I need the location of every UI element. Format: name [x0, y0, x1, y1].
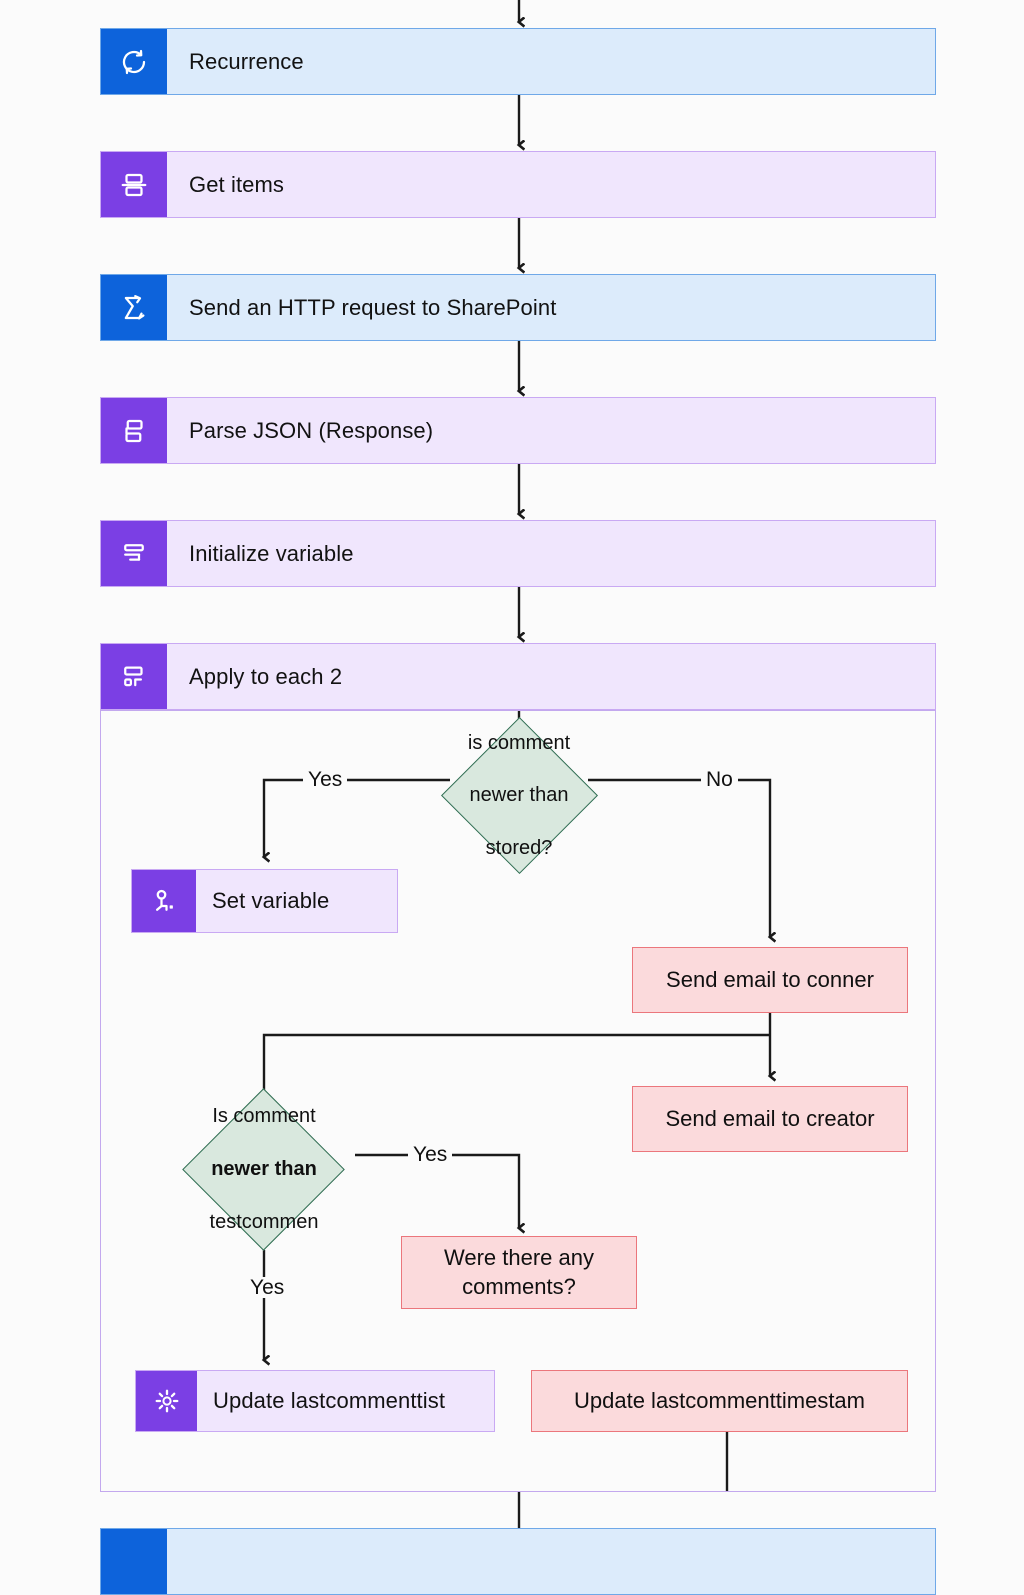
condition-1-text: is comment newer than stored?	[468, 703, 570, 888]
node-recurrence[interactable]: Recurrence	[100, 28, 936, 95]
node-next-step-partial[interactable]	[100, 1528, 936, 1595]
box-send-email-conner[interactable]: Send email to conner	[632, 947, 908, 1013]
node-apply-to-each[interactable]: Apply to each 2	[100, 643, 936, 710]
initialize-variable-icon	[101, 521, 167, 586]
condition-2-line3: testcommen	[209, 1210, 319, 1233]
set-variable-icon	[132, 870, 196, 932]
node-next-step-label	[167, 1529, 935, 1594]
box-send-email-creator[interactable]: Send email to creator	[632, 1086, 908, 1152]
node-get-items[interactable]: Get items	[100, 151, 936, 218]
next-step-icon	[101, 1529, 167, 1594]
recurrence-icon	[101, 29, 167, 94]
get-items-icon	[101, 152, 167, 217]
edge-label-yes-2: Yes	[408, 1144, 453, 1165]
condition-2-text: Is comment newer than testcommen	[210, 1077, 319, 1262]
node-initialize-variable[interactable]: Initialize variable	[100, 520, 936, 587]
sharepoint-icon	[101, 275, 167, 340]
condition-2-line1: Is comment	[212, 1105, 316, 1128]
box-were-there-any-comments-label: Were there any comments?	[443, 1244, 594, 1299]
node-recurrence-label: Recurrence	[189, 48, 304, 74]
node-update-lastcomment[interactable]: Update lastcommenttist	[135, 1370, 495, 1432]
gear-icon	[136, 1371, 197, 1431]
node-parse-json[interactable]: Parse JSON (Response)	[100, 397, 936, 464]
parse-json-icon	[101, 398, 167, 463]
node-initialize-variable-label: Initialize variable	[189, 540, 354, 566]
apply-to-each-scope	[100, 710, 936, 1492]
edge-label-yes-1: Yes	[303, 769, 348, 790]
box-send-email-creator-label: Send email to creator	[665, 1105, 875, 1131]
node-get-items-label: Get items	[189, 171, 285, 197]
node-parse-json-label: Parse JSON (Response)	[189, 417, 434, 443]
condition-1-line3: stored?	[485, 837, 553, 860]
box-were-there-any-comments[interactable]: Were there any comments?	[401, 1236, 637, 1309]
box-update-lastcommenttimestam-label: Update lastcommenttimestam	[574, 1387, 865, 1413]
edge-label-yes-3: Yes	[245, 1277, 290, 1298]
node-apply-to-each-label: Apply to each 2	[189, 663, 343, 689]
box-send-email-conner-label: Send email to conner	[666, 966, 874, 992]
condition-is-comment-newer-than-stored[interactable]: is comment newer than stored?	[440, 711, 598, 880]
node-set-variable-label: Set variable	[212, 888, 330, 913]
node-set-variable[interactable]: Set variable	[131, 869, 398, 933]
node-http-request[interactable]: Send an HTTP request to SharePoint	[100, 274, 936, 341]
condition-1-line2: newer than	[469, 784, 569, 807]
edge-label-no-1: No	[701, 769, 738, 790]
node-update-lastcomment-label: Update lastcommenttist	[213, 1388, 446, 1413]
box-update-lastcommenttimestam[interactable]: Update lastcommenttimestam	[531, 1370, 908, 1432]
apply-to-each-icon	[101, 644, 167, 709]
condition-1-line1: is comment	[467, 731, 571, 754]
node-http-request-label: Send an HTTP request to SharePoint	[189, 294, 557, 320]
condition-2-line2: newer than	[211, 1157, 317, 1180]
condition-is-comment-newer-than-testcomment[interactable]: Is comment newer than testcommen	[173, 1088, 355, 1251]
